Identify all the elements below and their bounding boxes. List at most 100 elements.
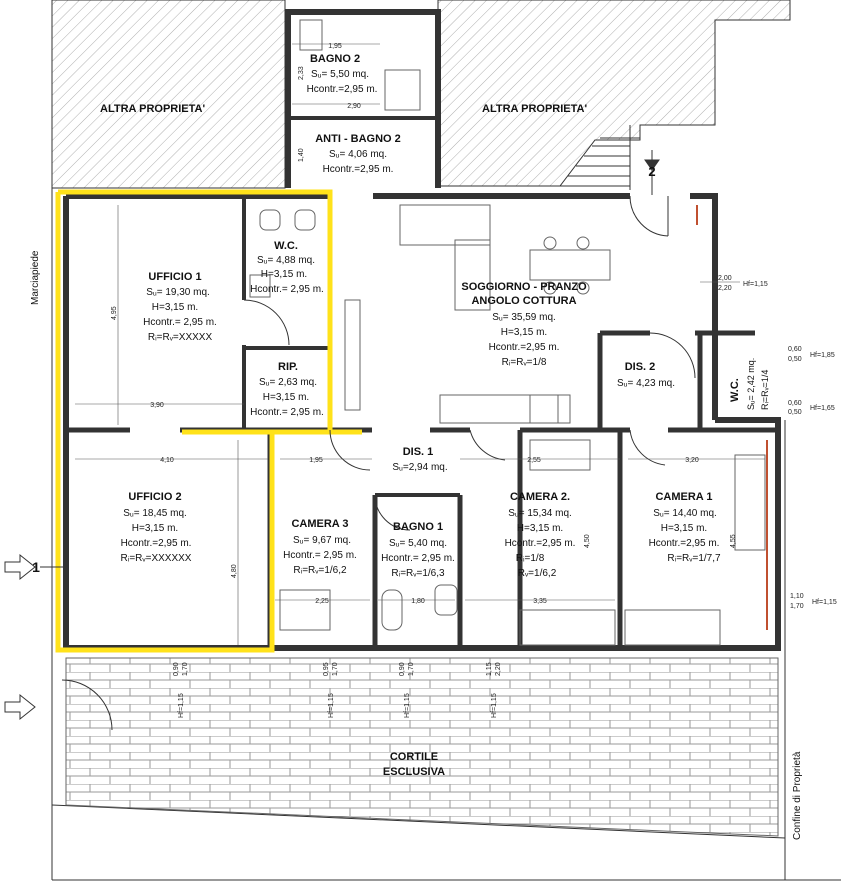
dis2-area: Sᵤ= 4,23 mq. [617,378,675,389]
dim-2-25: 2,25 [315,598,329,605]
ufficio2-hcontr: Hcontr.=2,95 m. [121,538,192,549]
soggiorno-hcontr: Hcontr.=2,95 m. [489,342,560,353]
camera3-name: CAMERA 3 [291,518,348,530]
windows [696,205,768,630]
hf-1-85: Hf=1,85 [810,352,835,359]
soggiorno-ratio: Rᵢ=Rᵥ=1/8 [502,357,547,368]
ufficio1-name: UFFICIO 1 [148,271,201,283]
dim-3-20: 3,20 [685,457,699,464]
dim-1-95-top: 1,95 [328,43,342,50]
sill-1-15: 1,15 [486,662,493,676]
cortile-area [65,657,779,837]
dim-1-70: 1,70 [790,603,804,610]
stair-marker-number: 2 [648,164,655,179]
wc2-ratio: Rᵢ=Rᵥ=1/4 [760,370,770,410]
confine-label: Confine di Proprietà [792,751,803,840]
stair-marker [644,150,660,195]
camera1-area: Sᵤ= 14,40 mq. [653,508,717,519]
hf-1-15-a: Hf=1,15 [743,281,768,288]
hf-bottom-4: Hf=1,15 [491,693,498,718]
camera3-hcontr: Hcontr.= 2,95 m. [283,550,357,561]
dim-2-55: 2,55 [527,457,541,464]
dimension-lines [75,43,765,645]
dim-2-33: 2,33 [298,66,305,80]
marciapiede-label: Marciapiede [30,250,41,305]
altra-proprieta-right-label: ALTRA PROPRIETA' [482,103,587,115]
rip-name: RIP. [278,361,298,373]
camera2-rv: Rᵥ=1/6,2 [518,568,557,579]
ufficio1-area: Sᵤ= 19,30 mq. [146,287,210,298]
ufficio1-height: H=3,15 m. [152,302,198,313]
wc2-name: W.C. [729,378,741,402]
hf-1-15-b: Hf=1,15 [812,599,837,606]
bagno1-name: BAGNO 1 [393,521,443,533]
dim-0-50-a: 0,50 [788,356,802,363]
dis2-name: DIS. 2 [625,361,656,373]
sill-1-70-b: 1,70 [332,662,339,676]
dim-4-55: 4,55 [730,534,737,548]
bagno2-name: BAGNO 2 [310,53,360,65]
dim-0-60-a: 0,60 [788,346,802,353]
camera1-ratio: Rᵢ=Rᵥ=1/7,7 [667,553,721,564]
soggiorno-height: H=3,15 m. [501,327,547,338]
entrance-arrow [4,693,36,721]
diagonal-line [51,804,786,839]
wc1-area: Sᵤ= 4,88 mq. [257,255,315,266]
wc2-area: Sᵤ= 2,42 mq. [746,358,756,410]
dim-0-60-b: 0,60 [788,400,802,407]
dis1-area: Sᵤ=2,94 mq. [392,462,447,473]
dim-0-50-b: 0,50 [788,409,802,416]
camera2-height: H=3,15 m. [517,523,563,534]
antibagno2-name: ANTI - BAGNO 2 [315,133,401,145]
camera3-area: Sᵤ= 9,67 mq. [293,535,351,546]
ufficio2-ratio: Rᵢ=Rᵥ=XXXXXX [121,553,192,564]
camera2-hcontr: Hcontr.=2,95 m. [505,538,576,549]
dim-1-80: 1,80 [411,598,425,605]
hf-bottom-1: Hf=1,15 [178,693,185,718]
bagno2-hcontr: Hcontr.=2,95 m. [307,84,378,95]
sill-1-70-a: 1,70 [182,662,189,676]
altra-proprieta-left-area [51,0,286,189]
ufficio1-ratio: Rᵢ=Rᵥ=XXXXX [148,332,213,343]
sill-1-70-c: 1,70 [408,662,415,676]
stairs [560,125,640,190]
highlight-offices [55,189,362,653]
bagno1-hcontr: Hcontr.= 2,95 m. [381,553,455,564]
rip-hcontr: Hcontr.= 2,95 m. [250,407,324,418]
dim-4-10: 4,10 [160,457,174,464]
soggiorno-name2: ANGOLO COTTURA [471,295,576,307]
cortile-label: CORTILE [390,751,438,763]
dis1-name: DIS. 1 [403,446,434,458]
camera1-height: H=3,15 m. [661,523,707,534]
camera2-name: CAMERA 2. [510,491,570,503]
esclusiva-label: ESCLUSIVA [383,766,445,778]
altra-proprieta-left-label: ALTRA PROPRIETA' [100,103,205,115]
dim-3-35: 3,35 [533,598,547,605]
antibagno2-area: Sᵤ= 4,06 mq. [329,149,387,160]
dim-2-00: 2,00 [718,275,732,282]
dim-4-80: 4,80 [231,564,238,578]
dim-1-10: 1,10 [790,593,804,600]
soggiorno-area: Sᵤ= 35,59 mq. [492,312,556,323]
hf-bottom-2: Hf=1,15 [328,693,335,718]
section-marker-number: 1 [32,559,40,575]
camera2-ri: Rᵢ=1/8 [516,553,545,564]
ufficio2-height: H=3,15 m. [132,523,178,534]
rip-area: Sᵤ= 2,63 mq. [259,377,317,388]
sill-0-90-a: 0,90 [173,662,180,676]
bagno1-ratio: Rᵢ=Rᵥ=1/6,3 [391,568,445,579]
wc1-height: H=3,15 m. [261,269,307,280]
section-marker-left [4,553,66,581]
dim-2-90: 2,90 [347,103,361,110]
soggiorno-name: SOGGIORNO - PRANZO [461,281,587,293]
wc1-name: W.C. [274,240,298,252]
dim-2-20: 2,20 [718,285,732,292]
rip-height: H=3,15 m. [263,392,309,403]
altra-proprieta-right-area [437,0,791,187]
ufficio2-name: UFFICIO 2 [128,491,181,503]
wc1-hcontr: Hcontr.= 2,95 m. [250,284,324,295]
bagno1-area: Sᵤ= 5,40 mq. [389,538,447,549]
ufficio1-hcontr: Hcontr.= 2,95 m. [143,317,217,328]
doors [61,195,696,731]
